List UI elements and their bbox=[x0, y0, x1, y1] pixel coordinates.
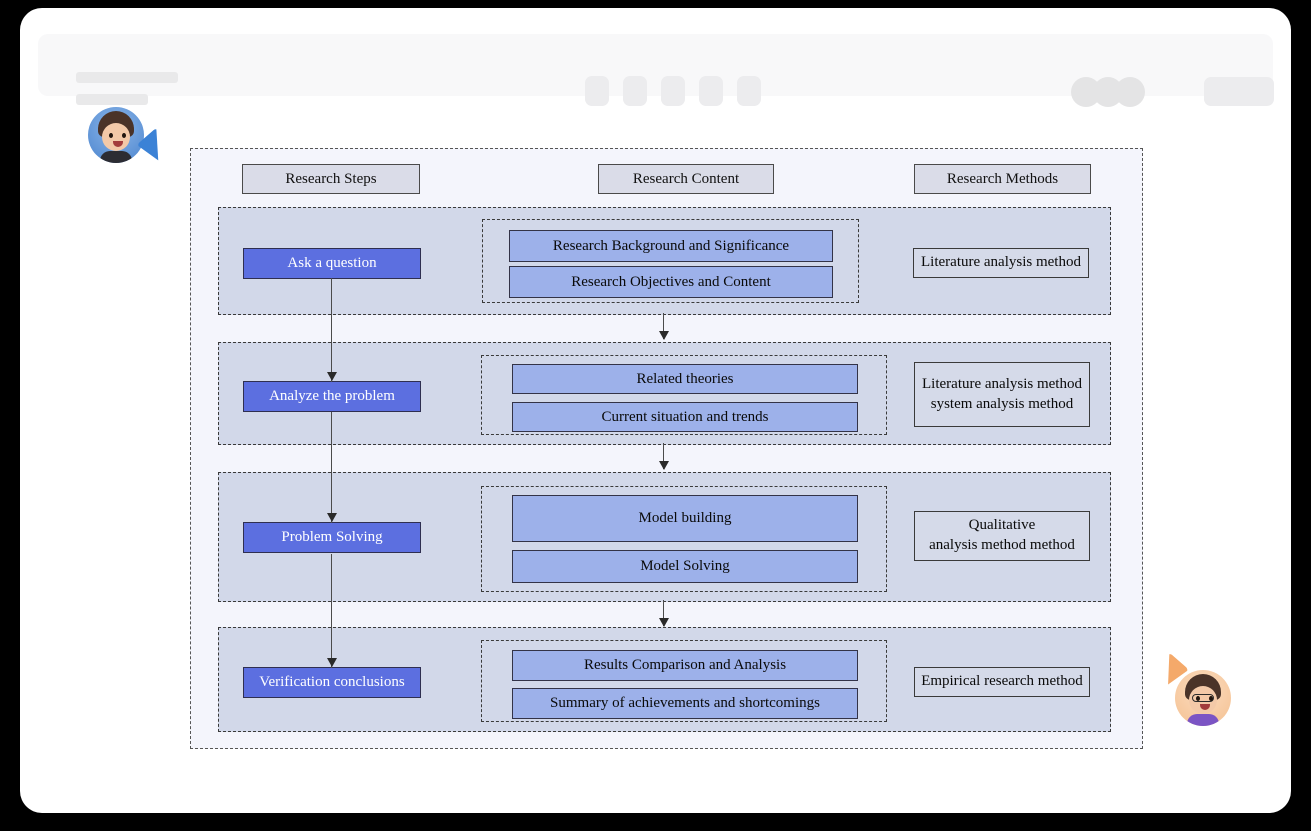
arrow-head-icon bbox=[659, 461, 669, 470]
header-research-content[interactable]: Research Content bbox=[598, 164, 774, 194]
toolbar-subtitle-placeholder bbox=[76, 94, 148, 105]
content-group-4: Results Comparison and Analysis Summary … bbox=[481, 640, 887, 722]
arrow-head-icon bbox=[327, 513, 337, 522]
eye-icon bbox=[1196, 696, 1200, 701]
diagram-row-3: Problem Solving Model building Model Sol… bbox=[218, 472, 1111, 602]
diagram-row-4: Verification conclusions Results Compari… bbox=[218, 627, 1111, 732]
toolbar-tool-5[interactable] bbox=[737, 76, 761, 106]
method-box-literature-system-analysis[interactable]: Literature analysis method system analys… bbox=[914, 362, 1090, 427]
glasses-icon bbox=[1192, 694, 1214, 702]
step-box-ask-a-question[interactable]: Ask a question bbox=[243, 248, 421, 279]
content-group-1: Research Background and Significance Res… bbox=[482, 219, 859, 303]
content-box-current-situation[interactable]: Current situation and trends bbox=[512, 402, 858, 432]
torso-icon bbox=[1187, 714, 1219, 726]
content-group-2: Related theories Current situation and t… bbox=[481, 355, 887, 435]
eye-icon bbox=[122, 133, 126, 138]
header-research-methods[interactable]: Research Methods bbox=[914, 164, 1091, 194]
collaborator-avatar-3[interactable] bbox=[1115, 77, 1145, 107]
step-box-problem-solving[interactable]: Problem Solving bbox=[243, 522, 421, 553]
connector-content-3-to-4 bbox=[663, 600, 665, 626]
research-framework-diagram[interactable]: Research Steps Research Content Research… bbox=[190, 148, 1143, 749]
method-box-qualitative-analysis[interactable]: Qualitative analysis method method bbox=[914, 511, 1090, 561]
connector-step-3-to-4 bbox=[331, 554, 333, 668]
eye-icon bbox=[1209, 696, 1213, 701]
content-box-related-theories[interactable]: Related theories bbox=[512, 364, 858, 394]
toolbar-tool-group[interactable] bbox=[585, 76, 761, 106]
diagram-header-row: Research Steps Research Content Research… bbox=[191, 149, 1142, 207]
mouth-icon bbox=[1200, 704, 1210, 710]
collaborator-avatar-group[interactable] bbox=[1071, 77, 1145, 107]
browser-window: Research Steps Research Content Research… bbox=[20, 8, 1291, 813]
arrow-head-icon bbox=[327, 658, 337, 667]
connector-step-1-to-2 bbox=[331, 278, 333, 382]
toolbar-tool-1[interactable] bbox=[585, 76, 609, 106]
connector-content-1-to-2 bbox=[663, 313, 665, 339]
diagram-row-2: Analyze the problem Related theories Cur… bbox=[218, 342, 1111, 445]
connector-step-2-to-3 bbox=[331, 412, 333, 523]
arrow-head-icon bbox=[327, 372, 337, 381]
toolbar-tool-2[interactable] bbox=[623, 76, 647, 106]
header-research-steps[interactable]: Research Steps bbox=[242, 164, 420, 194]
toolbar-tool-3[interactable] bbox=[661, 76, 685, 106]
toolbar-share-button[interactable] bbox=[1204, 77, 1274, 106]
step-box-verification-conclusions[interactable]: Verification conclusions bbox=[243, 667, 421, 698]
torso-icon bbox=[100, 151, 132, 163]
eye-icon bbox=[109, 133, 113, 138]
content-box-model-solving[interactable]: Model Solving bbox=[512, 550, 858, 583]
avatar bbox=[1175, 670, 1231, 726]
toolbar-tool-4[interactable] bbox=[699, 76, 723, 106]
content-box-summary-achievements[interactable]: Summary of achievements and shortcomings bbox=[512, 688, 858, 719]
arrow-head-icon bbox=[659, 618, 669, 627]
mouth-icon bbox=[113, 141, 123, 147]
connector-content-2-to-3 bbox=[663, 443, 665, 469]
method-box-empirical-research[interactable]: Empirical research method bbox=[914, 667, 1090, 697]
content-box-results-comparison[interactable]: Results Comparison and Analysis bbox=[512, 650, 858, 681]
content-group-3: Model building Model Solving bbox=[481, 486, 887, 592]
diagram-row-1: Ask a question Research Background and S… bbox=[218, 207, 1111, 315]
content-box-research-objectives[interactable]: Research Objectives and Content bbox=[509, 266, 833, 298]
step-box-analyze-the-problem[interactable]: Analyze the problem bbox=[243, 381, 421, 412]
toolbar-title-placeholder bbox=[76, 72, 178, 83]
arrow-head-icon bbox=[659, 331, 669, 340]
avatar bbox=[88, 107, 144, 163]
content-box-research-background[interactable]: Research Background and Significance bbox=[509, 230, 833, 262]
toolbar bbox=[38, 34, 1274, 107]
content-box-model-building[interactable]: Model building bbox=[512, 495, 858, 542]
method-box-literature-analysis[interactable]: Literature analysis method bbox=[913, 248, 1089, 278]
